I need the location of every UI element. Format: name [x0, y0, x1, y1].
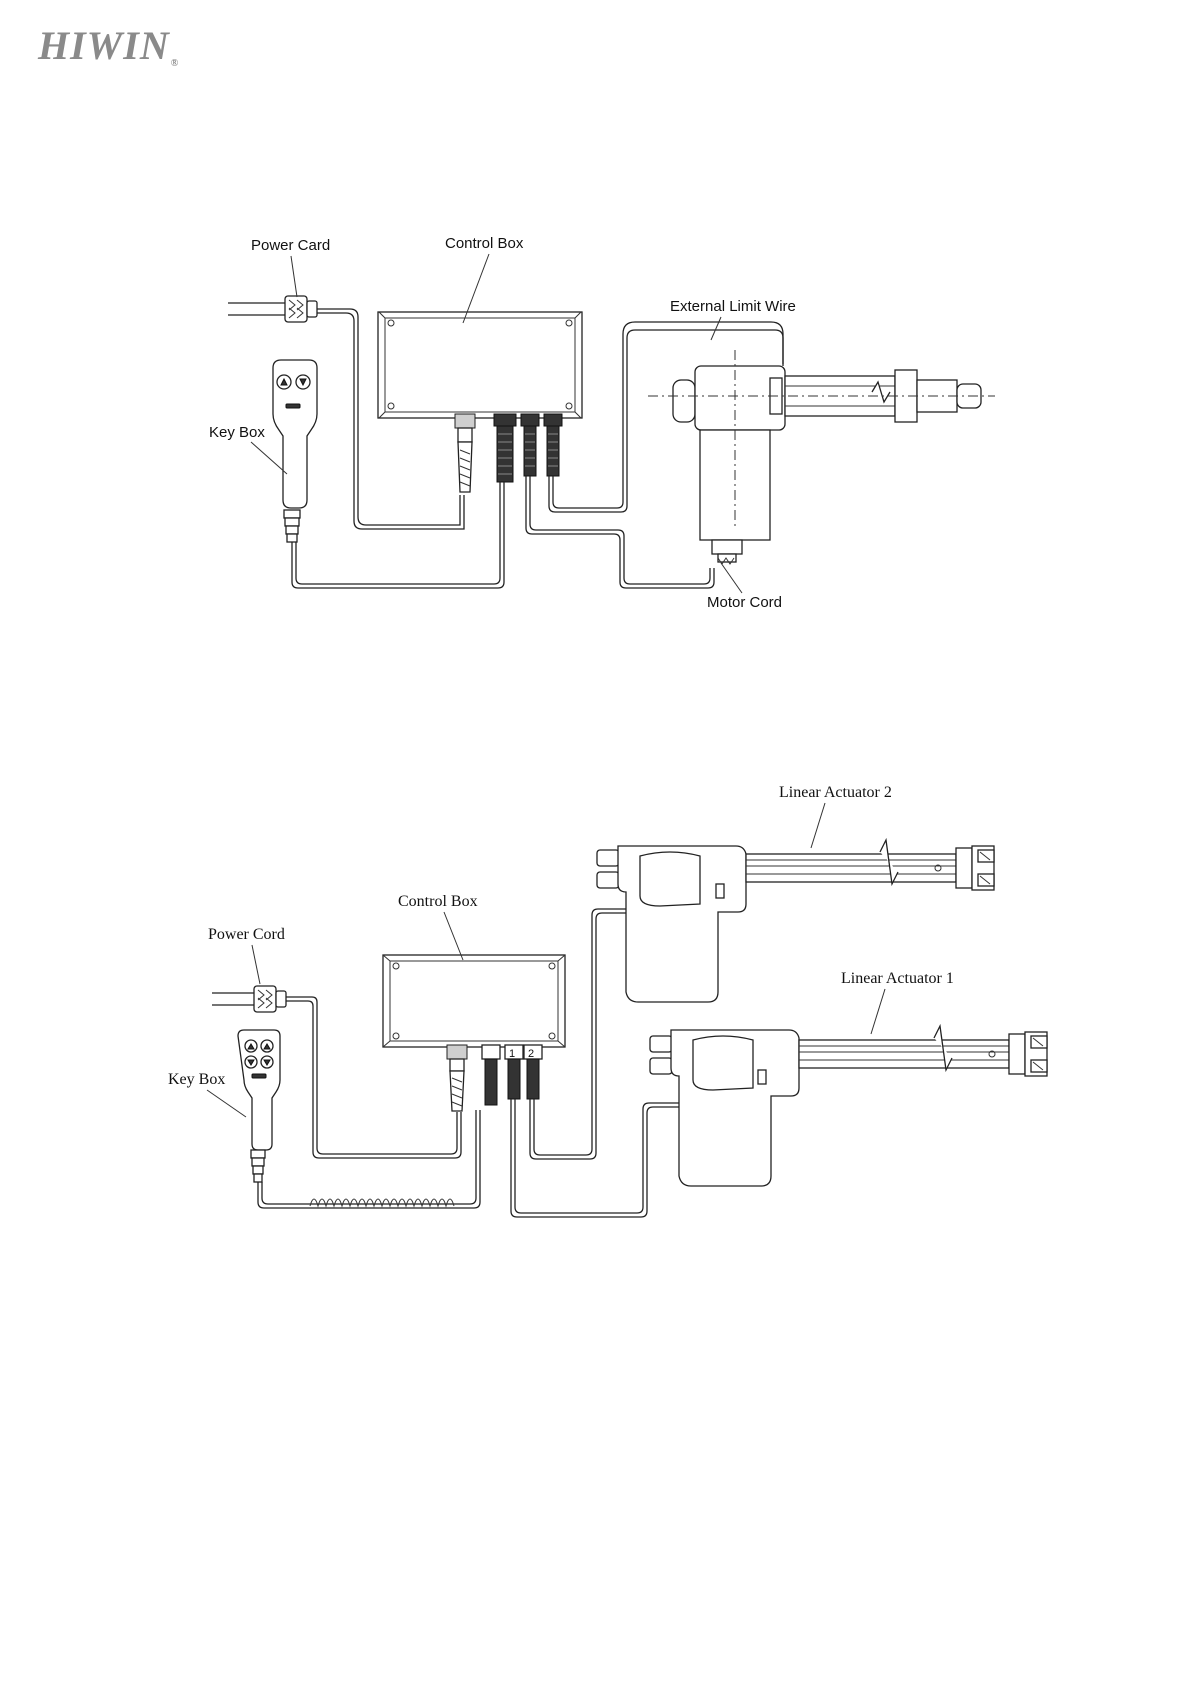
- actuator-single: [648, 350, 995, 564]
- label-motor-cord: Motor Cord: [707, 594, 782, 611]
- port-2-label: 2: [528, 1048, 534, 1060]
- power-cord-plug: [212, 986, 286, 1012]
- label-linear-actuator-1: Linear Actuator 1: [841, 970, 954, 987]
- key-box-device-2: [238, 1030, 280, 1182]
- diagram-dual-actuator: 1 2: [168, 784, 1047, 1217]
- label-linear-actuator-2: Linear Actuator 2: [779, 784, 892, 801]
- label-power-cord: Power Cord: [208, 926, 285, 943]
- control-box-1: [378, 312, 582, 418]
- linear-actuator-1: [650, 1026, 1047, 1186]
- label-key-box-2: Key Box: [168, 1071, 225, 1088]
- label-external-limit-wire: External Limit Wire: [670, 298, 796, 315]
- label-control-box-1: Control Box: [445, 235, 524, 252]
- box-connectors-1: [455, 414, 562, 492]
- box-connectors-2: 1 2: [447, 1045, 542, 1111]
- power-plug: [228, 296, 317, 322]
- label-power-card: Power Card: [251, 237, 330, 254]
- port-1-label: 1: [509, 1048, 515, 1060]
- label-control-box-2: Control Box: [398, 893, 478, 910]
- control-box-2: [383, 955, 565, 1047]
- key-box-device-1: [273, 360, 317, 542]
- diagram-single-actuator: Power Card Control Box External Limit Wi…: [209, 235, 995, 611]
- label-key-box-1: Key Box: [209, 424, 265, 441]
